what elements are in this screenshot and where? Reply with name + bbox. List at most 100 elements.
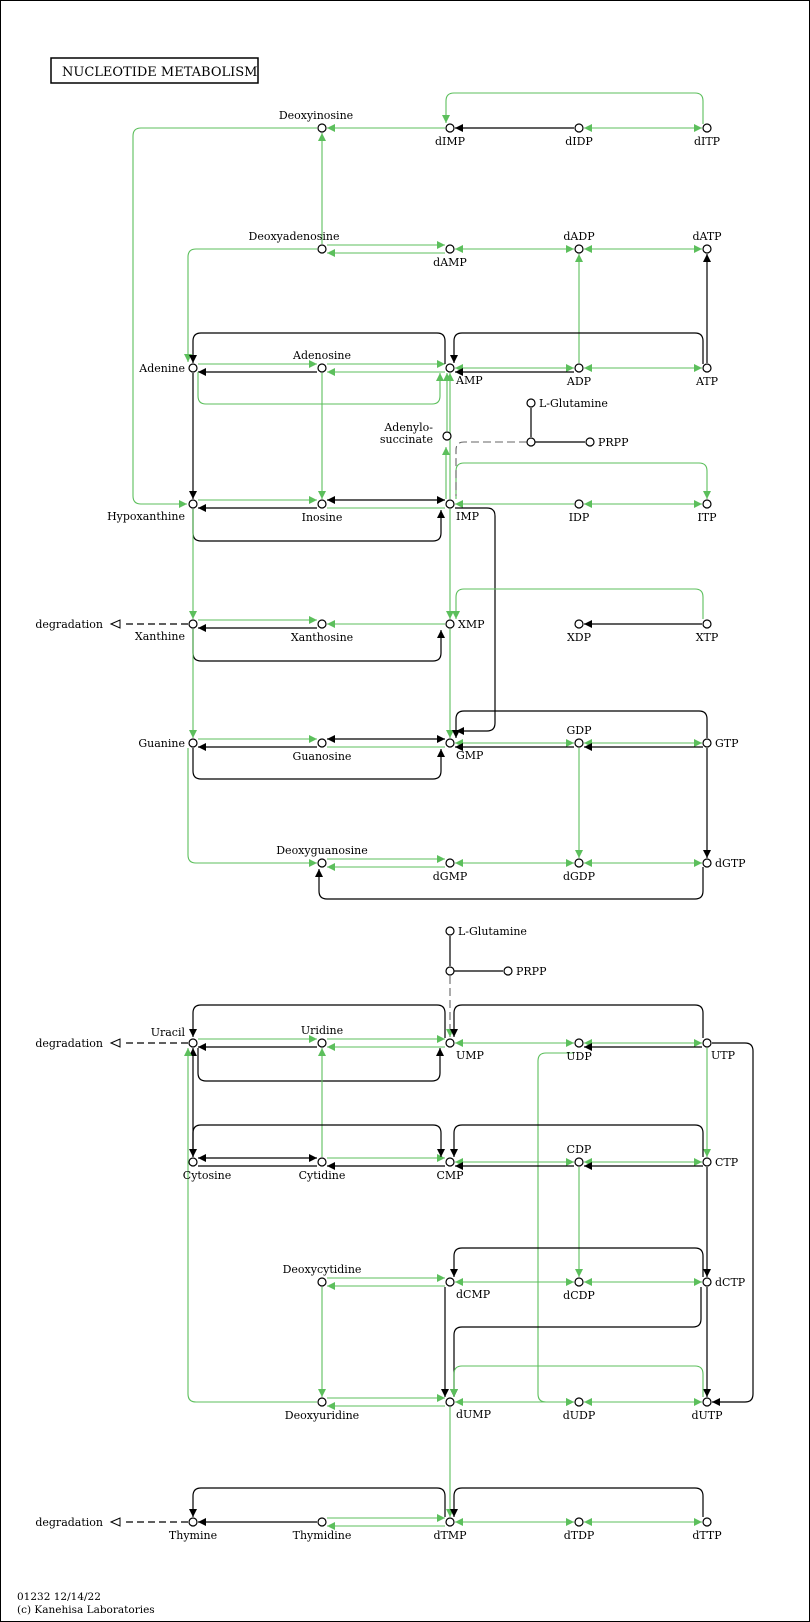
compound-node[interactable]	[702, 363, 712, 373]
compound-deoxyguanosine[interactable]: Deoxyguanosine	[276, 844, 368, 868]
compound-udp[interactable]: UDP	[566, 1038, 592, 1063]
compound-node[interactable]	[585, 437, 595, 447]
compound-node[interactable]	[445, 1517, 455, 1527]
compound-inosine[interactable]: Inosine	[302, 499, 343, 524]
compound-utp[interactable]: UTP	[702, 1038, 736, 1062]
compound-node[interactable]	[702, 1517, 712, 1527]
compound-node[interactable]	[702, 499, 712, 509]
compound-node[interactable]	[445, 123, 455, 133]
compound-node[interactable]	[442, 431, 452, 441]
compound-node[interactable]	[702, 738, 712, 748]
compound-node[interactable]	[317, 858, 327, 868]
compound-node[interactable]	[445, 1038, 455, 1048]
compound-node[interactable]	[317, 1277, 327, 1287]
compound-dcdp[interactable]: dCDP	[563, 1277, 595, 1302]
compound-deoxycytidine[interactable]: Deoxycytidine	[283, 1263, 362, 1287]
compound-dgdp[interactable]: dGDP	[563, 858, 596, 883]
compound-node[interactable]	[574, 619, 584, 629]
compound-thymine[interactable]: Thymine	[169, 1517, 217, 1542]
compound-node[interactable]	[317, 1397, 327, 1407]
compound-gmp[interactable]: GMP	[445, 738, 484, 762]
compound-node[interactable]	[526, 398, 536, 408]
compound-adenylosuccinate[interactable]: Adenylo-succinate	[380, 421, 452, 446]
compound-node[interactable]	[574, 738, 584, 748]
compound-dudp[interactable]: dUDP	[563, 1397, 596, 1422]
compound-node[interactable]	[445, 926, 455, 936]
compound-node[interactable]	[503, 966, 513, 976]
compound-node[interactable]	[317, 619, 327, 629]
compound-ctp[interactable]: CTP	[702, 1156, 739, 1169]
compound-node[interactable]	[574, 244, 584, 254]
compound-node[interactable]	[574, 123, 584, 133]
compound-node[interactable]	[188, 499, 198, 509]
compound-xanthosine[interactable]: Xanthosine	[291, 619, 353, 644]
compound-didp[interactable]: dIDP	[565, 123, 593, 148]
compound-node[interactable]	[574, 1517, 584, 1527]
compound-uracil[interactable]: Uracil	[151, 1026, 198, 1048]
compound-node[interactable]	[526, 437, 536, 447]
compound-lgln2[interactable]: L-Glutamine	[445, 925, 527, 938]
compound-node[interactable]	[445, 1397, 455, 1407]
compound-dgtp[interactable]: dGTP	[702, 857, 746, 870]
compound-deoxyadenosine[interactable]: Deoxyadenosine	[249, 230, 340, 254]
compound-node[interactable]	[574, 363, 584, 373]
compound-node[interactable]	[317, 244, 327, 254]
compound-node[interactable]	[188, 363, 198, 373]
compound-node[interactable]	[317, 1517, 327, 1527]
compound-node[interactable]	[317, 1038, 327, 1048]
compound-node[interactable]	[702, 1157, 712, 1167]
compound-node[interactable]	[574, 1157, 584, 1167]
compound-datp[interactable]: dATP	[692, 230, 722, 254]
compound-adenine[interactable]: Adenine	[138, 362, 198, 375]
compound-prpp2[interactable]: PRPP	[503, 965, 547, 978]
compound-node[interactable]	[188, 1038, 198, 1048]
compound-idp[interactable]: IDP	[569, 499, 590, 524]
compound-node[interactable]	[702, 619, 712, 629]
compound-node[interactable]	[317, 363, 327, 373]
degradation-label[interactable]: degradation	[35, 1516, 103, 1529]
compound-xdp[interactable]: XDP	[567, 619, 592, 644]
compound-dgmp[interactable]: dGMP	[433, 858, 468, 883]
degradation-xanthine[interactable]: degradation	[35, 618, 188, 631]
compound-damp[interactable]: dAMP	[433, 244, 467, 269]
compound-guanine[interactable]: Guanine	[138, 737, 198, 750]
compound-itp[interactable]: ITP	[697, 499, 717, 524]
compound-node[interactable]	[317, 1157, 327, 1167]
compound-dttp[interactable]: dTTP	[692, 1517, 722, 1542]
compound-node[interactable]	[702, 123, 712, 133]
compound-dctp[interactable]: dCTP	[702, 1276, 746, 1289]
compound-prpp1[interactable]: PRPP	[585, 436, 629, 449]
compound-guanosine[interactable]: Guanosine	[293, 738, 352, 763]
compound-node[interactable]	[702, 1397, 712, 1407]
compound-node[interactable]	[574, 858, 584, 868]
compound-deoxyinosine[interactable]: Deoxyinosine	[279, 109, 353, 133]
compound-dtmp[interactable]: dTMP	[433, 1517, 467, 1542]
compound-ditp[interactable]: dITP	[694, 123, 721, 148]
compound-dimp[interactable]: dIMP	[435, 123, 466, 148]
compound-dump[interactable]: dUMP	[445, 1397, 492, 1421]
compound-dtdp[interactable]: dTDP	[564, 1517, 595, 1542]
compound-node[interactable]	[574, 1277, 584, 1287]
compound-deoxyuridine[interactable]: Deoxyuridine	[285, 1397, 359, 1422]
compound-node[interactable]	[445, 738, 455, 748]
compound-node[interactable]	[188, 738, 198, 748]
compound-node[interactable]	[445, 1157, 455, 1167]
compound-adp[interactable]: ADP	[566, 363, 592, 388]
compound-atp[interactable]: ATP	[695, 363, 719, 388]
compound-node[interactable]	[702, 244, 712, 254]
compound-cdp[interactable]: CDP	[567, 1143, 592, 1167]
compound-node[interactable]	[702, 1277, 712, 1287]
compound-branch2[interactable]	[445, 966, 455, 976]
compound-dadp[interactable]: dADP	[563, 230, 595, 254]
compound-node[interactable]	[702, 858, 712, 868]
compound-imp[interactable]: IMP	[445, 499, 480, 523]
compound-uridine[interactable]: Uridine	[301, 1024, 343, 1048]
compound-gdp[interactable]: GDP	[566, 724, 592, 748]
compound-node[interactable]	[445, 1277, 455, 1287]
compound-amp[interactable]: AMP	[445, 363, 483, 387]
compound-node[interactable]	[445, 244, 455, 254]
compound-node[interactable]	[445, 363, 455, 373]
compound-node[interactable]	[188, 1157, 198, 1167]
compound-node[interactable]	[574, 499, 584, 509]
compound-lgln1[interactable]: L-Glutamine	[526, 397, 608, 410]
